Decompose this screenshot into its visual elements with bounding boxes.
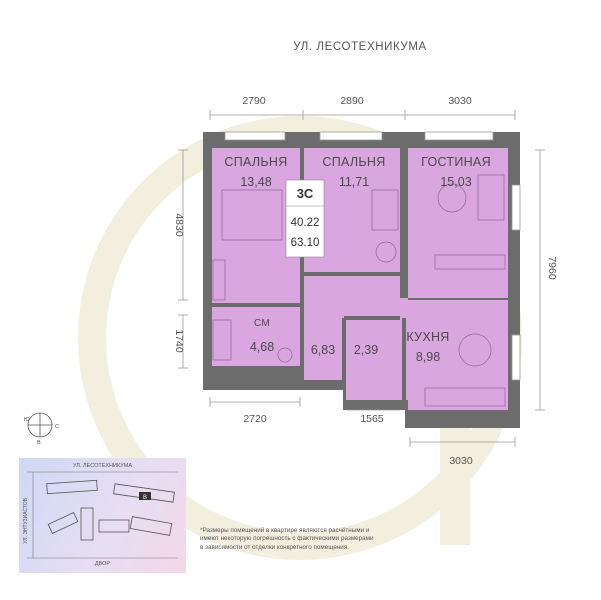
bed-icon xyxy=(221,189,283,241)
site-minimap: УЛ. ЛЕСОТЕХНИКУМА УЛ. ЭНТУЗИАСТОВ В ДВОР xyxy=(19,458,186,573)
street-label: УЛ. ЛЕСОТЕХНИКУМА xyxy=(293,41,427,53)
disclaimer-note: *Размеры помещений в квартире являются р… xyxy=(200,527,374,551)
wardrobe-icon xyxy=(212,259,226,301)
dimension-bottom xyxy=(209,397,516,447)
compass-label-s: В xyxy=(37,440,41,446)
apartment-type: 3С xyxy=(297,186,314,201)
dim-bottom-mid: 1565 xyxy=(360,413,384,425)
room-label-bedroom-1: СПАЛЬНЯ xyxy=(224,155,287,169)
dimension-left xyxy=(178,149,188,369)
dimension-top xyxy=(209,110,516,120)
room-area-hall: 6,83 xyxy=(311,343,335,357)
interior-walls xyxy=(212,148,406,410)
room-label-bathroom: СМ xyxy=(254,318,270,329)
dining-table-icon xyxy=(458,333,492,367)
room-label-bedroom-2: СПАЛЬНЯ xyxy=(322,155,385,169)
compass-icon xyxy=(27,412,53,438)
dim-top-2: 2890 xyxy=(340,95,364,107)
dim-right: 7960 xyxy=(546,256,558,280)
plant-icon xyxy=(375,241,397,263)
room-bedroom-1 xyxy=(212,148,300,303)
dimension-right xyxy=(535,149,545,411)
room-area-living: 15,03 xyxy=(440,175,471,189)
dim-bottom-left: 2720 xyxy=(243,413,267,425)
dim-bottom-right: 3030 xyxy=(449,455,473,467)
room-area-kitchen: 8,98 xyxy=(416,350,440,364)
room-area-bedroom-2: 11,71 xyxy=(339,175,369,189)
furniture xyxy=(212,174,506,407)
room-bathroom xyxy=(212,307,300,368)
kitchen-counter-icon xyxy=(424,387,506,407)
shelf-icon xyxy=(434,254,506,270)
desk-icon xyxy=(371,189,399,231)
dim-left-lower: 1740 xyxy=(173,329,185,353)
minimap-marker xyxy=(139,492,151,500)
room-area-bathroom: 4,68 xyxy=(250,340,274,354)
minimap-marker-label: В xyxy=(143,495,147,501)
windows xyxy=(224,131,521,381)
bathtub-icon xyxy=(212,319,232,361)
minimap-buildings: В xyxy=(27,471,178,559)
room-label-living: ГОСТИНАЯ xyxy=(421,155,491,169)
sofa-icon xyxy=(477,174,505,221)
room-area-storage: 2,39 xyxy=(354,343,378,357)
compass-label-n: Ю xyxy=(24,417,30,423)
apartment-info-box xyxy=(285,179,325,258)
room-label-kitchen: КУХНЯ xyxy=(406,330,449,344)
dim-top-3: 3030 xyxy=(448,95,472,107)
minimap-street-label: УЛ. ЛЕСОТЕХНИКУМА xyxy=(72,463,132,469)
dim-left-upper: 4830 xyxy=(173,213,185,237)
minimap-yard-label: ДВОР xyxy=(94,561,111,567)
apartment-living-area: 40.22 xyxy=(291,217,320,229)
dim-top-1: 2790 xyxy=(242,95,266,107)
toilet-icon xyxy=(277,347,293,363)
room-living xyxy=(408,148,508,298)
room-area-bedroom-1: 13,48 xyxy=(240,175,271,189)
table-icon xyxy=(437,183,467,213)
room-storage xyxy=(346,320,398,382)
compass-label-e: С xyxy=(55,424,59,430)
apartment-total-area: 63.10 xyxy=(291,237,320,249)
